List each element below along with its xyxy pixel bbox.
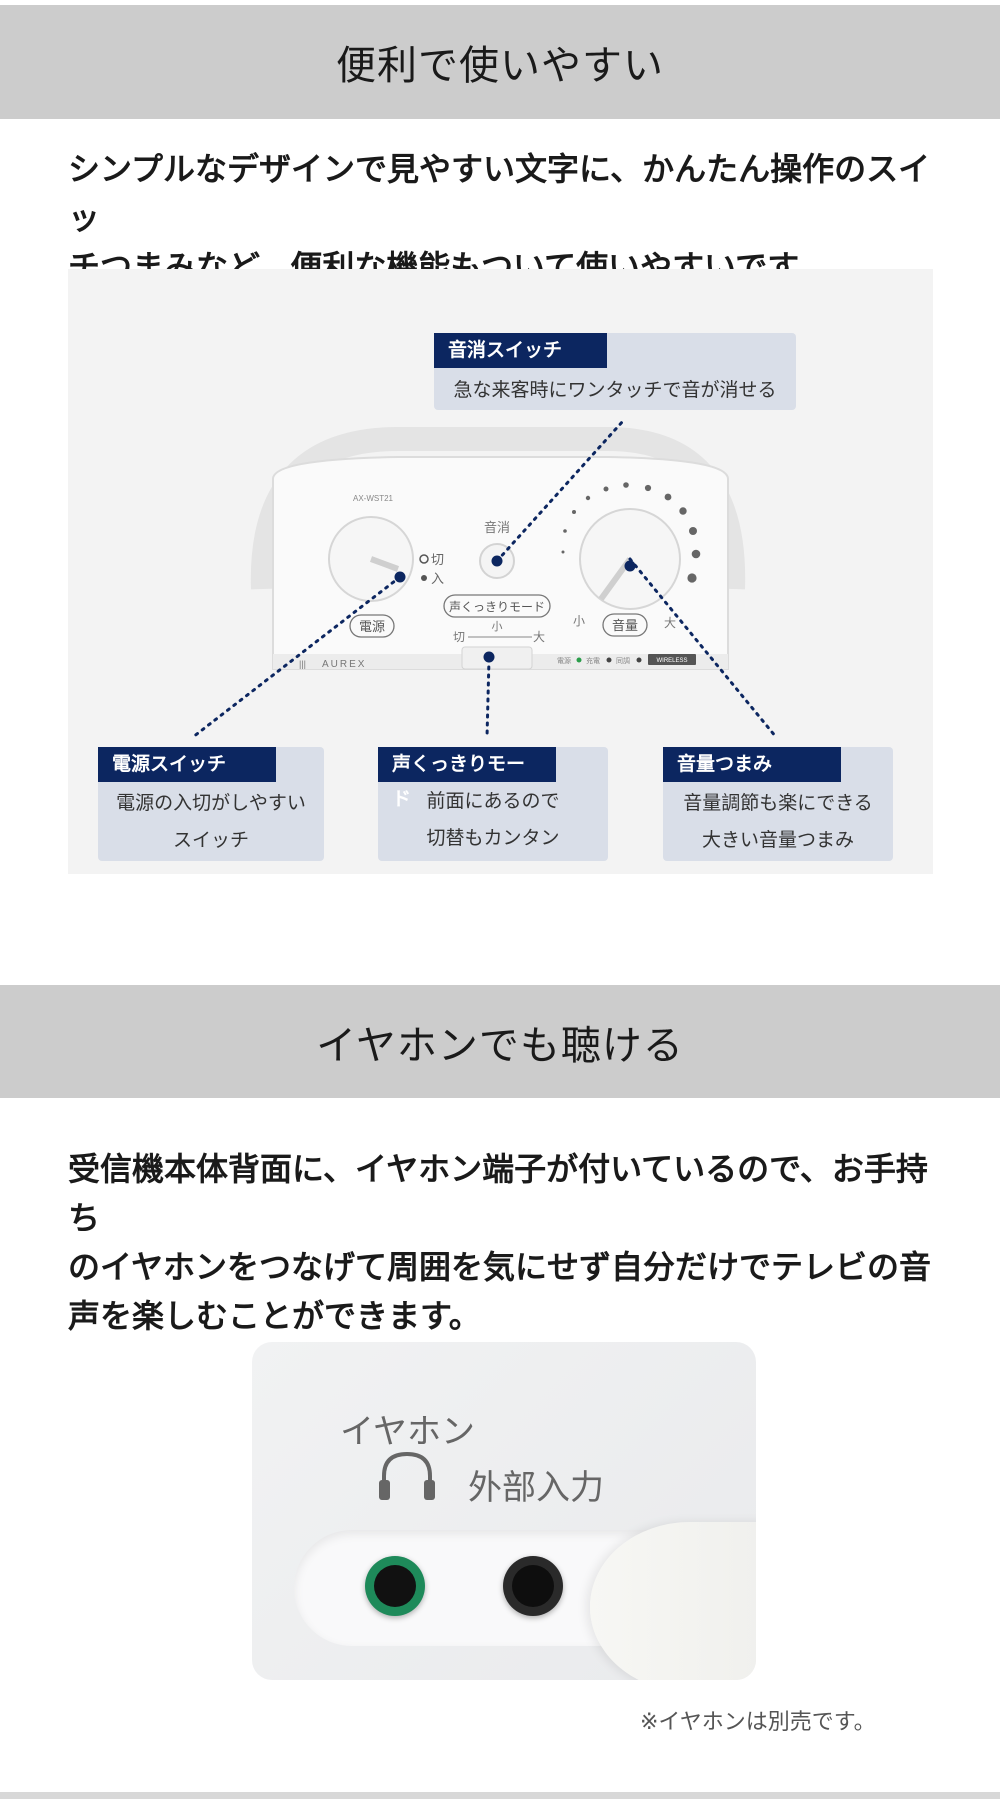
section-header-convenient: 便利で使いやすい bbox=[0, 5, 1000, 119]
intro-line: 声を楽しむことができます。 bbox=[68, 1297, 481, 1335]
sold-separately-note: ※イヤホンは別売です。 bbox=[640, 1710, 876, 1735]
device-edge bbox=[590, 1522, 756, 1680]
power-label: 電源 bbox=[359, 619, 385, 634]
callout-tag: 音消スイッチ bbox=[434, 333, 607, 368]
callout-text: 電源の入切がしやすい bbox=[116, 792, 306, 814]
status-power-led bbox=[576, 657, 582, 663]
callout-text: 切替もカンタン bbox=[426, 827, 560, 849]
model-label: AX-WST21 bbox=[353, 494, 394, 503]
intro-line: のイヤホンをつなげて周囲を気にせず自分だけでテレビの音 bbox=[68, 1248, 932, 1286]
voice-mode-slider[interactable] bbox=[461, 646, 533, 670]
voice-large-label: 大 bbox=[533, 630, 545, 644]
section-title: 便利で使いやすい bbox=[336, 43, 664, 89]
external-input-jack bbox=[503, 1556, 563, 1616]
volume-large-label: 大 bbox=[664, 616, 676, 630]
voice-small-label: 小 bbox=[492, 620, 503, 633]
power-off-label: 切 bbox=[431, 552, 444, 567]
wireless-label: WIRELESS bbox=[656, 658, 687, 664]
device-illustration: AX-WST21 切 入 電源 音消 声くっきりモード 小 切 大 小 音量 bbox=[191, 419, 778, 739]
brand-label: AUREX bbox=[322, 659, 366, 670]
volume-small-label: 小 bbox=[573, 614, 585, 628]
callout-power: 電源スイッチ 電源の入切がしやすい スイッチ bbox=[98, 747, 324, 861]
earphone-jack-photo: イヤホン 外部入力 bbox=[252, 1342, 756, 1680]
callout-text: 大きい音量つまみ bbox=[701, 829, 854, 851]
intro-line: シンプルなデザインで見やすい文字に、かんたん操作のスイッ bbox=[68, 150, 931, 237]
volume-label-frame bbox=[602, 613, 648, 637]
callout-tag: 音量つまみ bbox=[663, 747, 841, 782]
status-sync-led bbox=[636, 657, 642, 663]
feature-panel: AX-WST21 切 入 電源 音消 声くっきりモード 小 切 大 小 音量 bbox=[68, 269, 933, 874]
callout-text: 前面にあるので bbox=[426, 790, 560, 812]
power-label-frame bbox=[349, 614, 395, 638]
mute-label: 音消 bbox=[484, 520, 510, 535]
status-charge-label: 充電 bbox=[586, 656, 600, 665]
volume-scale-dots bbox=[561, 482, 701, 583]
status-power-label: 電源 bbox=[557, 656, 571, 665]
voice-mode-label: 声くっきりモード bbox=[449, 600, 545, 614]
headphones-icon bbox=[379, 1451, 435, 1500]
power-knob-indicator bbox=[369, 556, 400, 572]
leader-lines bbox=[191, 419, 778, 739]
earphone-jack bbox=[365, 1556, 425, 1616]
callout-text: 急な来客時にワンタッチで音が消せる bbox=[453, 379, 777, 401]
status-charge-led bbox=[606, 657, 612, 663]
callout-tag: 電源スイッチ bbox=[98, 747, 276, 782]
off-dot-icon bbox=[419, 554, 429, 564]
leader-dots bbox=[394, 555, 636, 663]
on-dot-icon bbox=[421, 575, 427, 581]
bottom-divider bbox=[0, 1792, 1000, 1799]
callout-mute: 音消スイッチ 急な来客時にワンタッチで音が消せる bbox=[434, 333, 796, 410]
status-sync-label: 同調 bbox=[616, 656, 630, 665]
external-input-label: 外部入力 bbox=[468, 1468, 604, 1508]
section-title: イヤホンでも聴ける bbox=[316, 1022, 684, 1069]
callout-text: 音量調節も楽にできる bbox=[683, 792, 873, 814]
voice-mode-frame bbox=[443, 594, 551, 618]
volume-label: 音量 bbox=[612, 618, 638, 633]
callout-text: スイッチ bbox=[172, 829, 249, 851]
intro-text: 受信機本体背面に、イヤホン端子が付いているので、お手持ち のイヤホンをつなげて周… bbox=[68, 1145, 938, 1341]
section-header-earphone: イヤホンでも聴ける bbox=[0, 985, 1000, 1098]
callout-voice: 声くっきりモード 前面にあるので 切替もカンタン bbox=[378, 747, 608, 861]
power-on-label: 入 bbox=[431, 571, 444, 586]
callout-volume: 音量つまみ 音量調節も楽にできる 大きい音量つまみ bbox=[663, 747, 893, 861]
aurex-logo-icon: ||| bbox=[299, 659, 306, 669]
intro-line: 受信機本体背面に、イヤホン端子が付いているので、お手持ち bbox=[68, 1150, 928, 1237]
wireless-badge bbox=[648, 654, 696, 665]
earphone-label: イヤホン bbox=[340, 1412, 475, 1452]
callout-tag: 声くっきりモード bbox=[378, 747, 556, 810]
voice-off-label: 切 bbox=[453, 630, 465, 644]
